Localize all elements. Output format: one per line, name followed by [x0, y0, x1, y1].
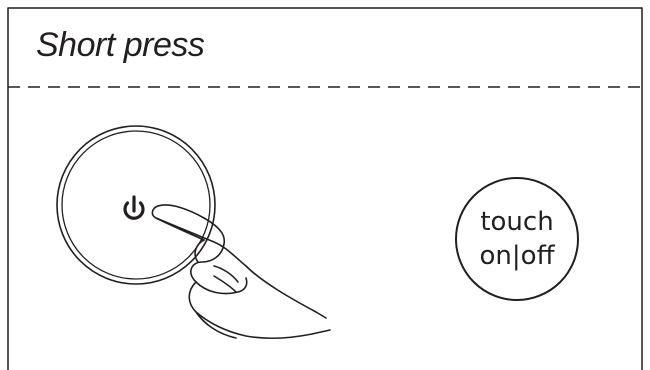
pointing-hand-icon	[151, 204, 331, 339]
badge-label-line-2: on|off	[479, 241, 555, 271]
power-icon	[123, 195, 145, 220]
touch-button-illustration	[56, 125, 216, 285]
badge-label-line-1: touch	[480, 207, 554, 237]
panel-frame	[7, 7, 643, 370]
touch-on-off-badge: touch on|off	[455, 177, 579, 301]
panel-title: Short press	[36, 26, 205, 64]
